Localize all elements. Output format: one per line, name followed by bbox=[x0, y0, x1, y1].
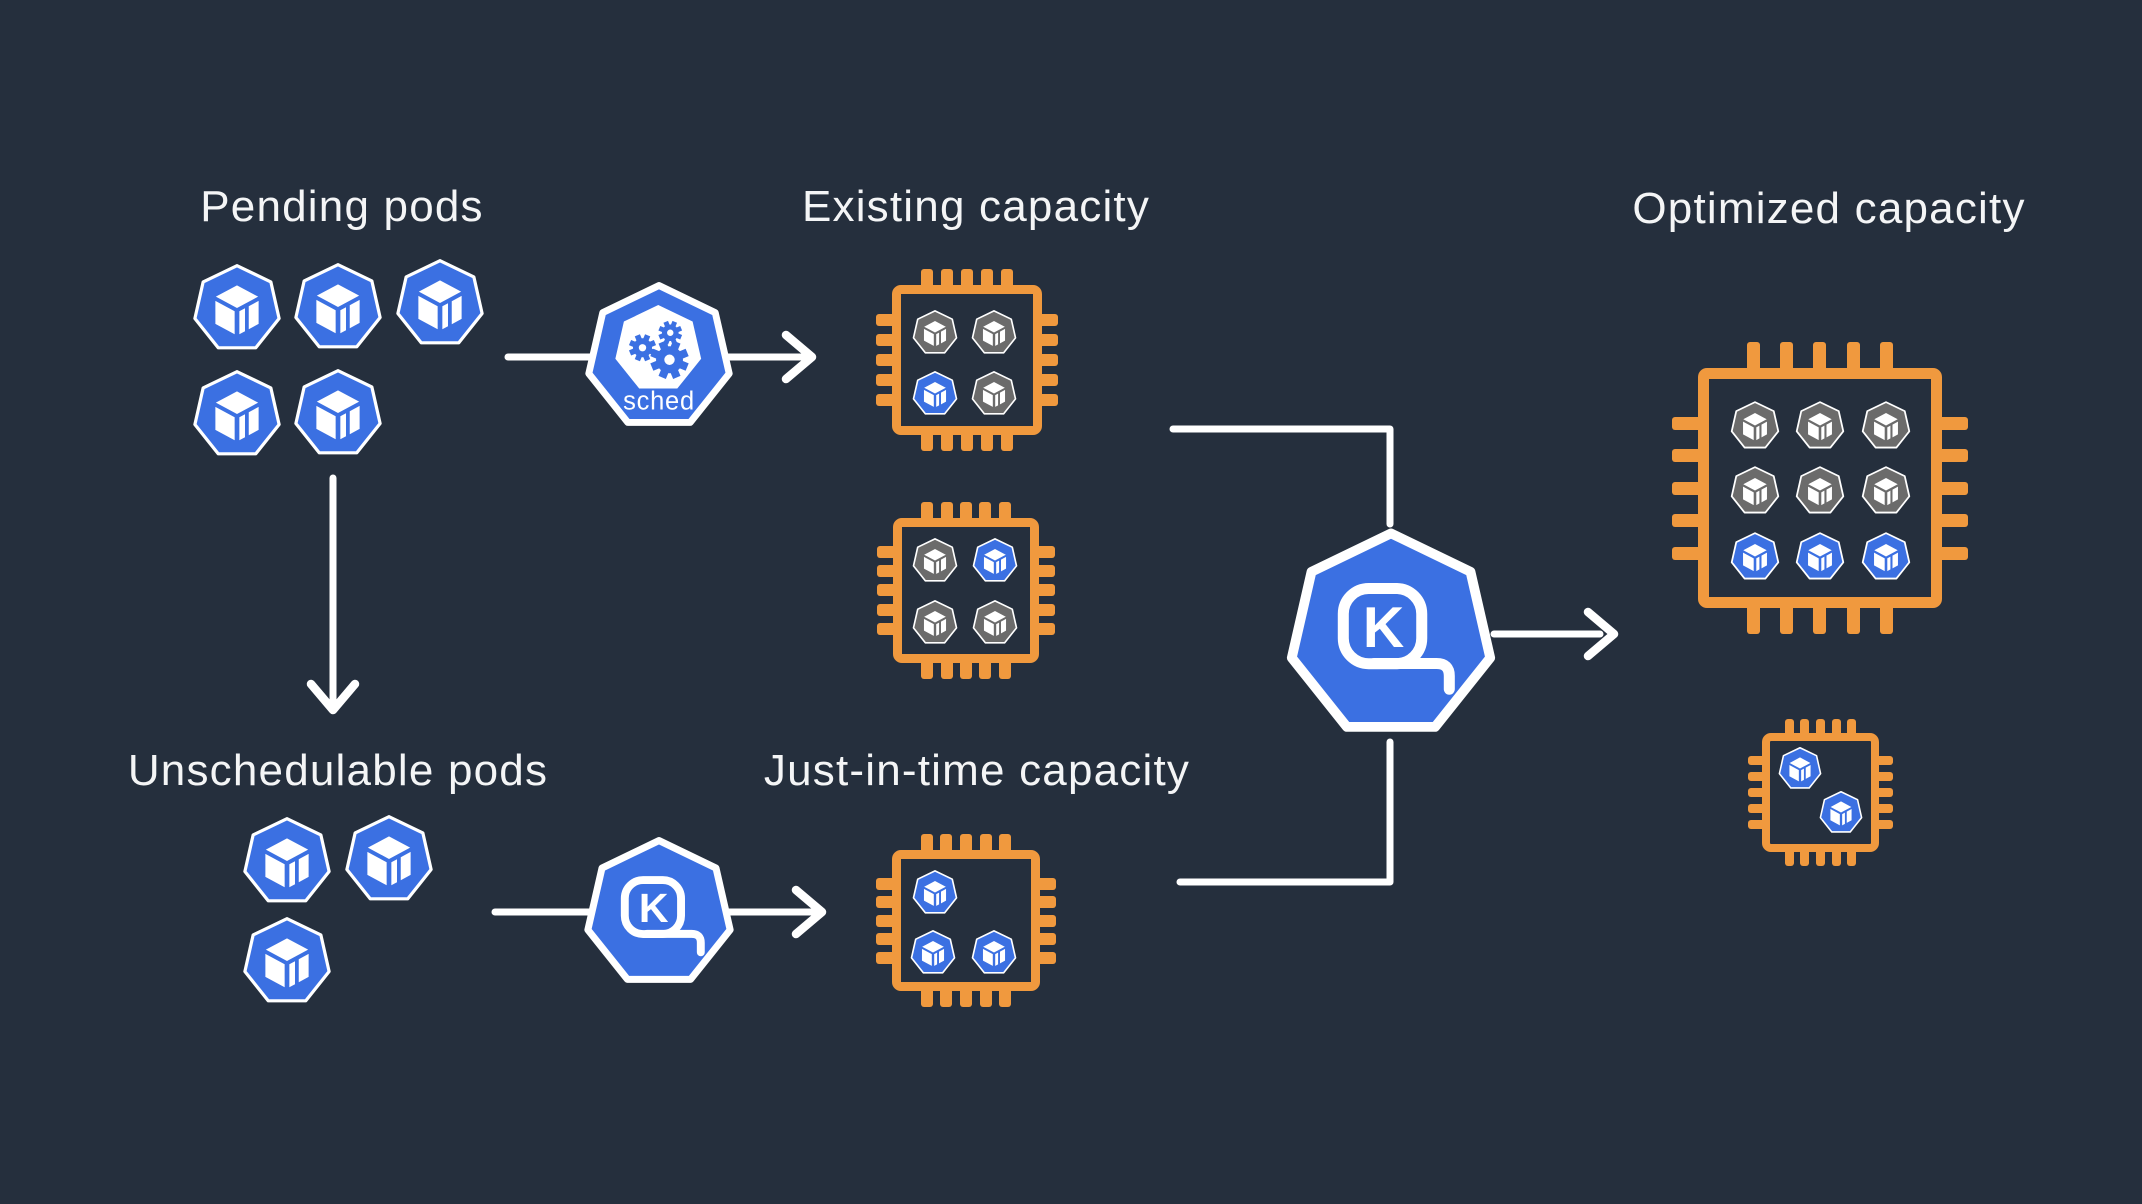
karpenter-letter: K bbox=[1363, 596, 1404, 660]
chip-pins-left bbox=[1748, 749, 1770, 836]
existing-capacity-node-1 bbox=[876, 269, 1058, 451]
pod-icon bbox=[1729, 399, 1781, 451]
optimized-capacity-label: Optimized capacity bbox=[1632, 184, 2026, 233]
chip-pins-bottom bbox=[1778, 844, 1863, 866]
jit-capacity-label: Just-in-time capacity bbox=[763, 746, 1191, 795]
connector-jit-to-consolidation bbox=[1176, 738, 1394, 886]
pod-icon bbox=[1794, 399, 1846, 451]
pod-icon bbox=[393, 255, 487, 349]
chip-pins-left bbox=[876, 871, 901, 970]
connector-existing-to-consolidation bbox=[1169, 425, 1394, 528]
pod-icon bbox=[1777, 745, 1823, 791]
arrowhead-to-optimized bbox=[1583, 607, 1619, 661]
pod-icon bbox=[971, 598, 1019, 646]
chip-pins-left bbox=[1672, 397, 1709, 579]
pod-icon bbox=[291, 365, 385, 459]
gears-icon bbox=[628, 320, 689, 379]
pod-icon bbox=[970, 308, 1018, 356]
chip-pins-right bbox=[1031, 871, 1056, 970]
chip-pins-left bbox=[876, 306, 901, 414]
pod-icon bbox=[909, 928, 957, 976]
pod-icon bbox=[971, 536, 1019, 584]
kube-scheduler-icon: sched bbox=[585, 282, 733, 426]
pod-icon bbox=[1729, 464, 1781, 516]
arrowhead-scheduler-to-existing bbox=[781, 330, 817, 384]
jit-capacity-node bbox=[876, 834, 1056, 1007]
pod-icon bbox=[1794, 530, 1846, 582]
pod-icon bbox=[240, 813, 334, 907]
chip-pins-bottom bbox=[913, 426, 1021, 451]
chip-pins-bottom bbox=[1727, 597, 1913, 634]
scheduler-label: sched bbox=[623, 387, 695, 415]
unschedulable-pods-label: Unschedulable pods bbox=[127, 746, 549, 795]
pod-icon bbox=[1860, 530, 1912, 582]
chip-pins-right bbox=[1030, 539, 1055, 642]
chip-pins-left bbox=[877, 539, 902, 642]
karpenter-icon-small: K bbox=[584, 837, 734, 983]
pod-icon bbox=[190, 366, 284, 460]
pod-icon bbox=[1860, 464, 1912, 516]
arrowhead-karpenter-to-jit bbox=[791, 885, 827, 939]
existing-capacity-label: Existing capacity bbox=[801, 182, 1151, 231]
pod-icon bbox=[342, 811, 436, 905]
chip-pins-right bbox=[1871, 749, 1893, 836]
pod-icon bbox=[911, 868, 959, 916]
chip-pins-top bbox=[1727, 342, 1913, 379]
chip-pins-top bbox=[913, 834, 1019, 859]
pod-icon bbox=[911, 536, 959, 584]
pod-icon bbox=[291, 259, 385, 353]
existing-capacity-node-2 bbox=[877, 502, 1055, 679]
pod-icon bbox=[911, 598, 959, 646]
pod-icon bbox=[1729, 530, 1781, 582]
pod-icon bbox=[190, 260, 284, 354]
pod-icon bbox=[911, 308, 959, 356]
chip-pins-bottom bbox=[914, 654, 1018, 679]
optimized-capacity-node-small bbox=[1748, 719, 1893, 866]
arrowhead-down-unschedulable bbox=[306, 679, 360, 715]
chip-pins-top bbox=[1778, 719, 1863, 741]
pod-icon bbox=[970, 369, 1018, 417]
pod-icon bbox=[240, 913, 334, 1007]
pod-icon bbox=[911, 369, 959, 417]
chip-pins-top bbox=[914, 502, 1018, 527]
pod-icon bbox=[1860, 399, 1912, 451]
pod-icon bbox=[1818, 789, 1864, 835]
optimized-capacity-node-large bbox=[1672, 342, 1968, 634]
chip-pins-bottom bbox=[913, 982, 1019, 1007]
pod-icon bbox=[970, 928, 1018, 976]
pending-pods-label: Pending pods bbox=[200, 182, 484, 231]
karpenter-letter: K bbox=[639, 885, 669, 931]
chip-pins-right bbox=[1931, 397, 1968, 579]
chip-pins-top bbox=[913, 269, 1021, 294]
karpenter-icon-large: K bbox=[1286, 528, 1496, 732]
pod-icon bbox=[1794, 464, 1846, 516]
chip-pins-right bbox=[1033, 306, 1058, 414]
